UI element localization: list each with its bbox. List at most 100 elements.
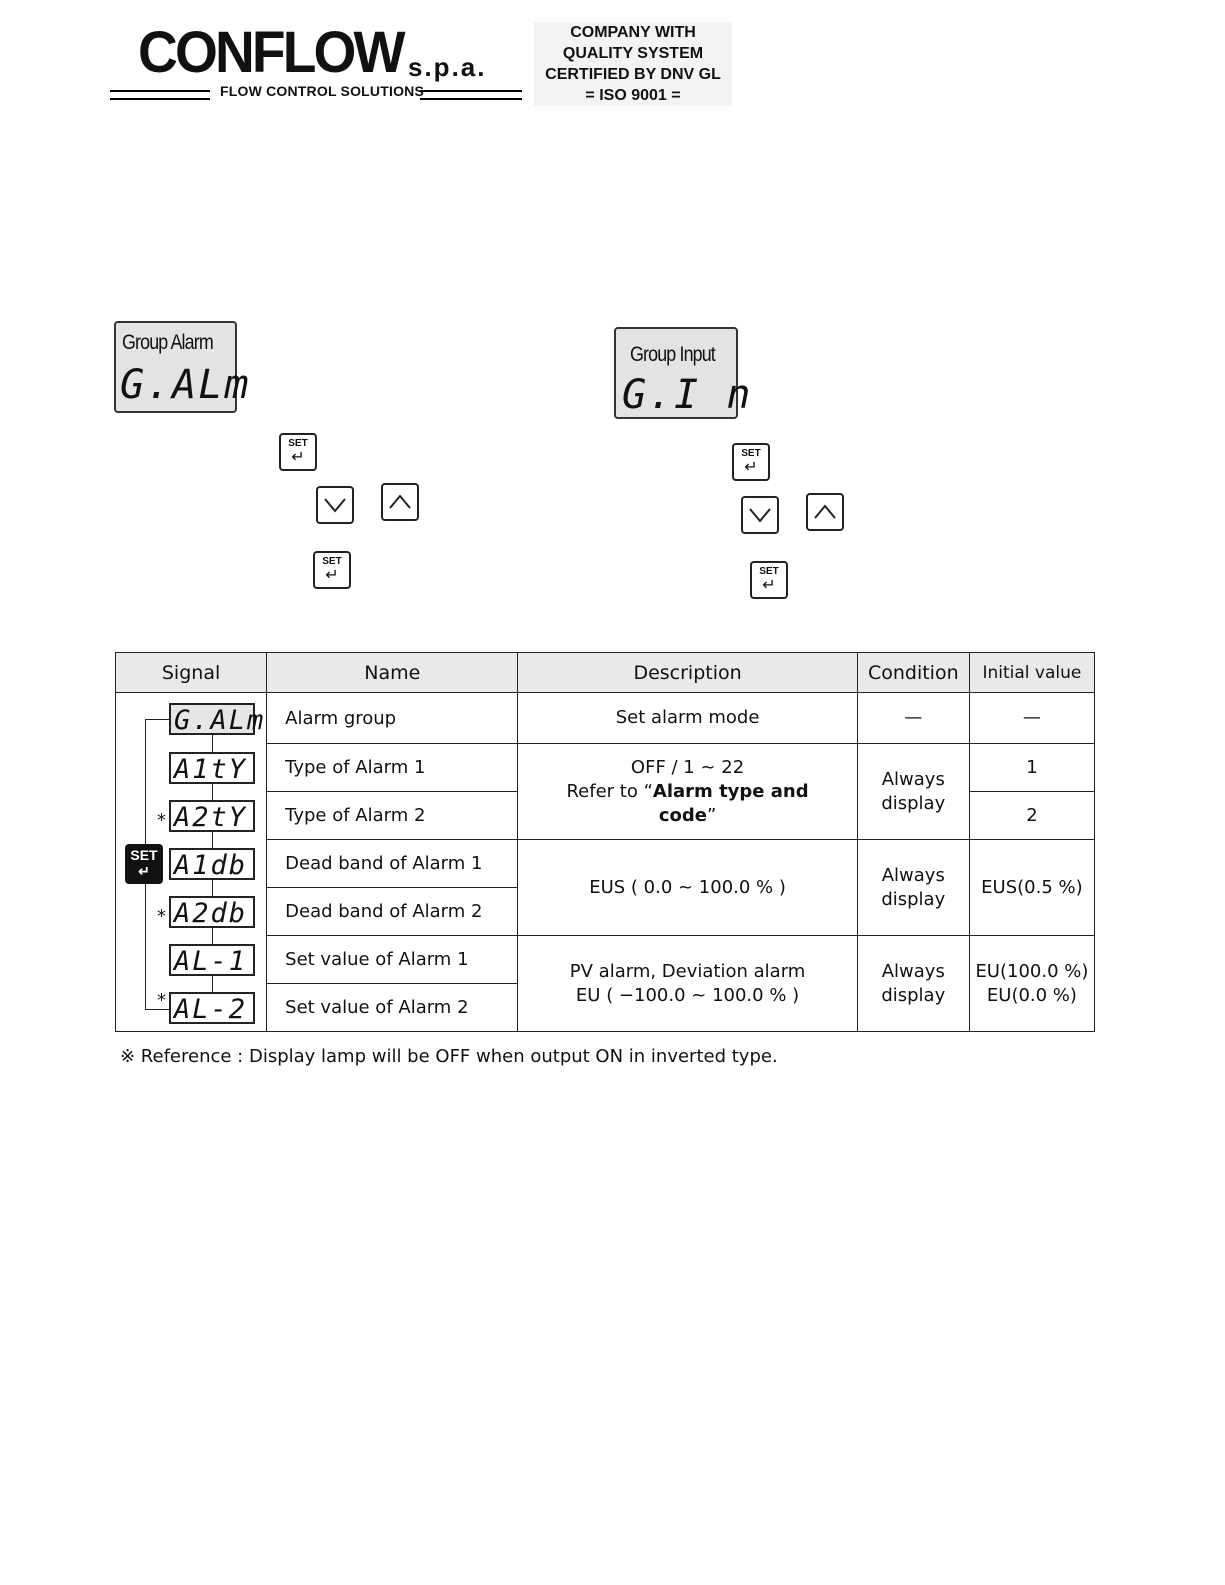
enter-arrow-icon: ↵ bbox=[325, 565, 339, 584]
logo-rule-left bbox=[110, 90, 210, 100]
signal-display: A1db bbox=[169, 848, 255, 881]
signal-flow-diagram: G.ALm A1tY A2tY A1db A2db AL-1 AL-2 * * … bbox=[115, 692, 265, 1034]
condition-cell: Always display bbox=[856, 743, 970, 840]
flow-connector bbox=[212, 735, 213, 752]
description-line: EU ( −100.0 ~ 100.0 % ) bbox=[575, 984, 800, 1006]
table-header-row: Signal Name Description Condition Initia… bbox=[114, 652, 1096, 693]
enter-arrow-icon: ↵ bbox=[762, 575, 776, 594]
signal-display: AL-1 bbox=[169, 944, 255, 977]
condition-cell: Always display bbox=[856, 935, 970, 1032]
initial-value-cell: 1 bbox=[968, 743, 1096, 792]
signal-display: G.ALm bbox=[169, 703, 263, 736]
flow-connector bbox=[212, 928, 213, 944]
signal-display: A2db bbox=[169, 896, 255, 929]
flow-connector bbox=[212, 976, 213, 992]
signal-display: A1tY bbox=[169, 752, 255, 785]
initial-value-cell: EU(100.0 %) EU(0.0 %) bbox=[968, 935, 1096, 1032]
cert-line: = ISO 9001 = bbox=[585, 87, 681, 104]
up-key-icon[interactable] bbox=[806, 493, 844, 531]
enter-arrow-icon: ↵ bbox=[744, 457, 758, 476]
table-row: Alarm group Set alarm mode — — bbox=[114, 692, 1096, 744]
condition-line: display bbox=[881, 984, 946, 1006]
flow-connector bbox=[212, 832, 213, 848]
chevron-up-icon bbox=[389, 494, 411, 509]
display-segment: G.ALm bbox=[120, 362, 251, 408]
cert-line: QUALITY SYSTEM bbox=[562, 45, 704, 62]
name-cell: Dead band of Alarm 2 bbox=[266, 887, 519, 936]
logo-suffix: s.p.a. bbox=[408, 52, 487, 82]
enter-arrow-icon: ↵ bbox=[291, 447, 305, 466]
column-header: Signal bbox=[114, 652, 268, 693]
display-segment: G.I n bbox=[622, 372, 753, 418]
group-alarm-display: Group Alarm G.ALm bbox=[114, 321, 248, 413]
description-emphasis: code bbox=[658, 804, 707, 826]
logo-rule-right bbox=[420, 90, 522, 100]
name-cell: Set value of Alarm 1 bbox=[266, 935, 519, 984]
description-line: Refer to “Alarm type and bbox=[518, 780, 856, 804]
logo-tagline: FLOW CONTROL SOLUTIONS bbox=[220, 83, 425, 99]
description-cell: PV alarm, Deviation alarm EU ( −100.0 ~ … bbox=[517, 935, 858, 1032]
column-header: Description bbox=[517, 652, 858, 693]
flow-connector bbox=[212, 880, 213, 896]
company-logo: CONFLOW s.p.a. FLOW CONTROL SOLUTIONS bbox=[110, 18, 525, 106]
description-line: OFF / 1 ~ 22 bbox=[630, 756, 745, 778]
up-key-icon[interactable] bbox=[381, 483, 419, 521]
signal-display: A2tY bbox=[169, 800, 255, 833]
condition-line: display bbox=[881, 792, 946, 814]
return-loop-line bbox=[145, 719, 169, 720]
name-cell: Type of Alarm 1 bbox=[266, 743, 519, 792]
column-header: Name bbox=[266, 652, 519, 693]
column-header: Condition bbox=[856, 652, 970, 693]
condition-line: display bbox=[881, 888, 946, 910]
description-cell: OFF / 1 ~ 22 Refer to “Alarm type and co… bbox=[517, 743, 858, 840]
set-key-label: SET bbox=[322, 556, 342, 567]
set-key-icon[interactable]: SET ↵ bbox=[750, 561, 788, 599]
description-emphasis: Alarm type and bbox=[652, 780, 809, 802]
reference-note: ※ Reference : Display lamp will be OFF w… bbox=[120, 1046, 778, 1067]
certification-block: COMPANY WITH QUALITY SYSTEM CERTIFIED BY… bbox=[534, 22, 732, 106]
description-text: Refer to “ bbox=[566, 780, 653, 802]
initial-value-line: EU(100.0 %) bbox=[975, 960, 1089, 982]
condition-line: Always bbox=[881, 864, 945, 886]
name-cell: Type of Alarm 2 bbox=[266, 791, 519, 840]
return-loop-line bbox=[145, 1009, 169, 1010]
description-text: ” bbox=[706, 804, 717, 826]
display-label: Group Input bbox=[630, 343, 716, 366]
description-line: PV alarm, Deviation alarm bbox=[569, 960, 806, 982]
set-key-label: SET bbox=[759, 566, 779, 577]
set-key-icon[interactable]: SET ↵ bbox=[313, 551, 351, 589]
name-cell: Set value of Alarm 2 bbox=[266, 983, 519, 1032]
initial-value-cell: EUS(0.5 %) bbox=[968, 839, 1096, 936]
group-input-display: Group Input G.I n bbox=[614, 327, 750, 419]
chevron-down-icon bbox=[324, 498, 346, 513]
name-cell: Dead band of Alarm 1 bbox=[266, 839, 519, 888]
optional-marker: * bbox=[157, 810, 166, 831]
down-key-icon[interactable] bbox=[316, 486, 354, 524]
initial-value-cell: — bbox=[968, 692, 1096, 744]
condition-cell: Always display bbox=[856, 839, 970, 936]
set-key-icon[interactable]: SET ↵ bbox=[279, 433, 317, 471]
logo-brand: CONFLOW bbox=[138, 20, 406, 85]
set-key-icon[interactable]: SET ↵ bbox=[732, 443, 770, 481]
condition-line: Always bbox=[881, 960, 945, 982]
condition-cell: — bbox=[856, 692, 970, 744]
cert-line: COMPANY WITH bbox=[570, 24, 696, 41]
column-header: Initial value bbox=[968, 652, 1096, 693]
description-cell: EUS ( 0.0 ~ 100.0 % ) bbox=[517, 839, 858, 936]
set-key-label: SET bbox=[130, 847, 158, 863]
signal-display: AL-2 bbox=[169, 992, 255, 1025]
set-key-icon: SET ↵ bbox=[125, 844, 163, 884]
condition-line: Always bbox=[881, 768, 945, 790]
set-key-label: SET bbox=[288, 438, 308, 449]
description-line: code” bbox=[518, 804, 856, 828]
cert-line: CERTIFIED BY DNV GL bbox=[545, 66, 721, 83]
initial-value-line: EU(0.0 %) bbox=[986, 984, 1077, 1006]
set-key-label: SET bbox=[741, 448, 761, 459]
display-label: Group Alarm bbox=[122, 331, 214, 354]
optional-marker: * bbox=[157, 906, 166, 927]
flow-connector bbox=[212, 784, 213, 800]
initial-value-cell: 2 bbox=[968, 791, 1096, 840]
enter-arrow-icon: ↵ bbox=[138, 863, 150, 879]
down-key-icon[interactable] bbox=[741, 496, 779, 534]
optional-marker: * bbox=[157, 990, 166, 1011]
